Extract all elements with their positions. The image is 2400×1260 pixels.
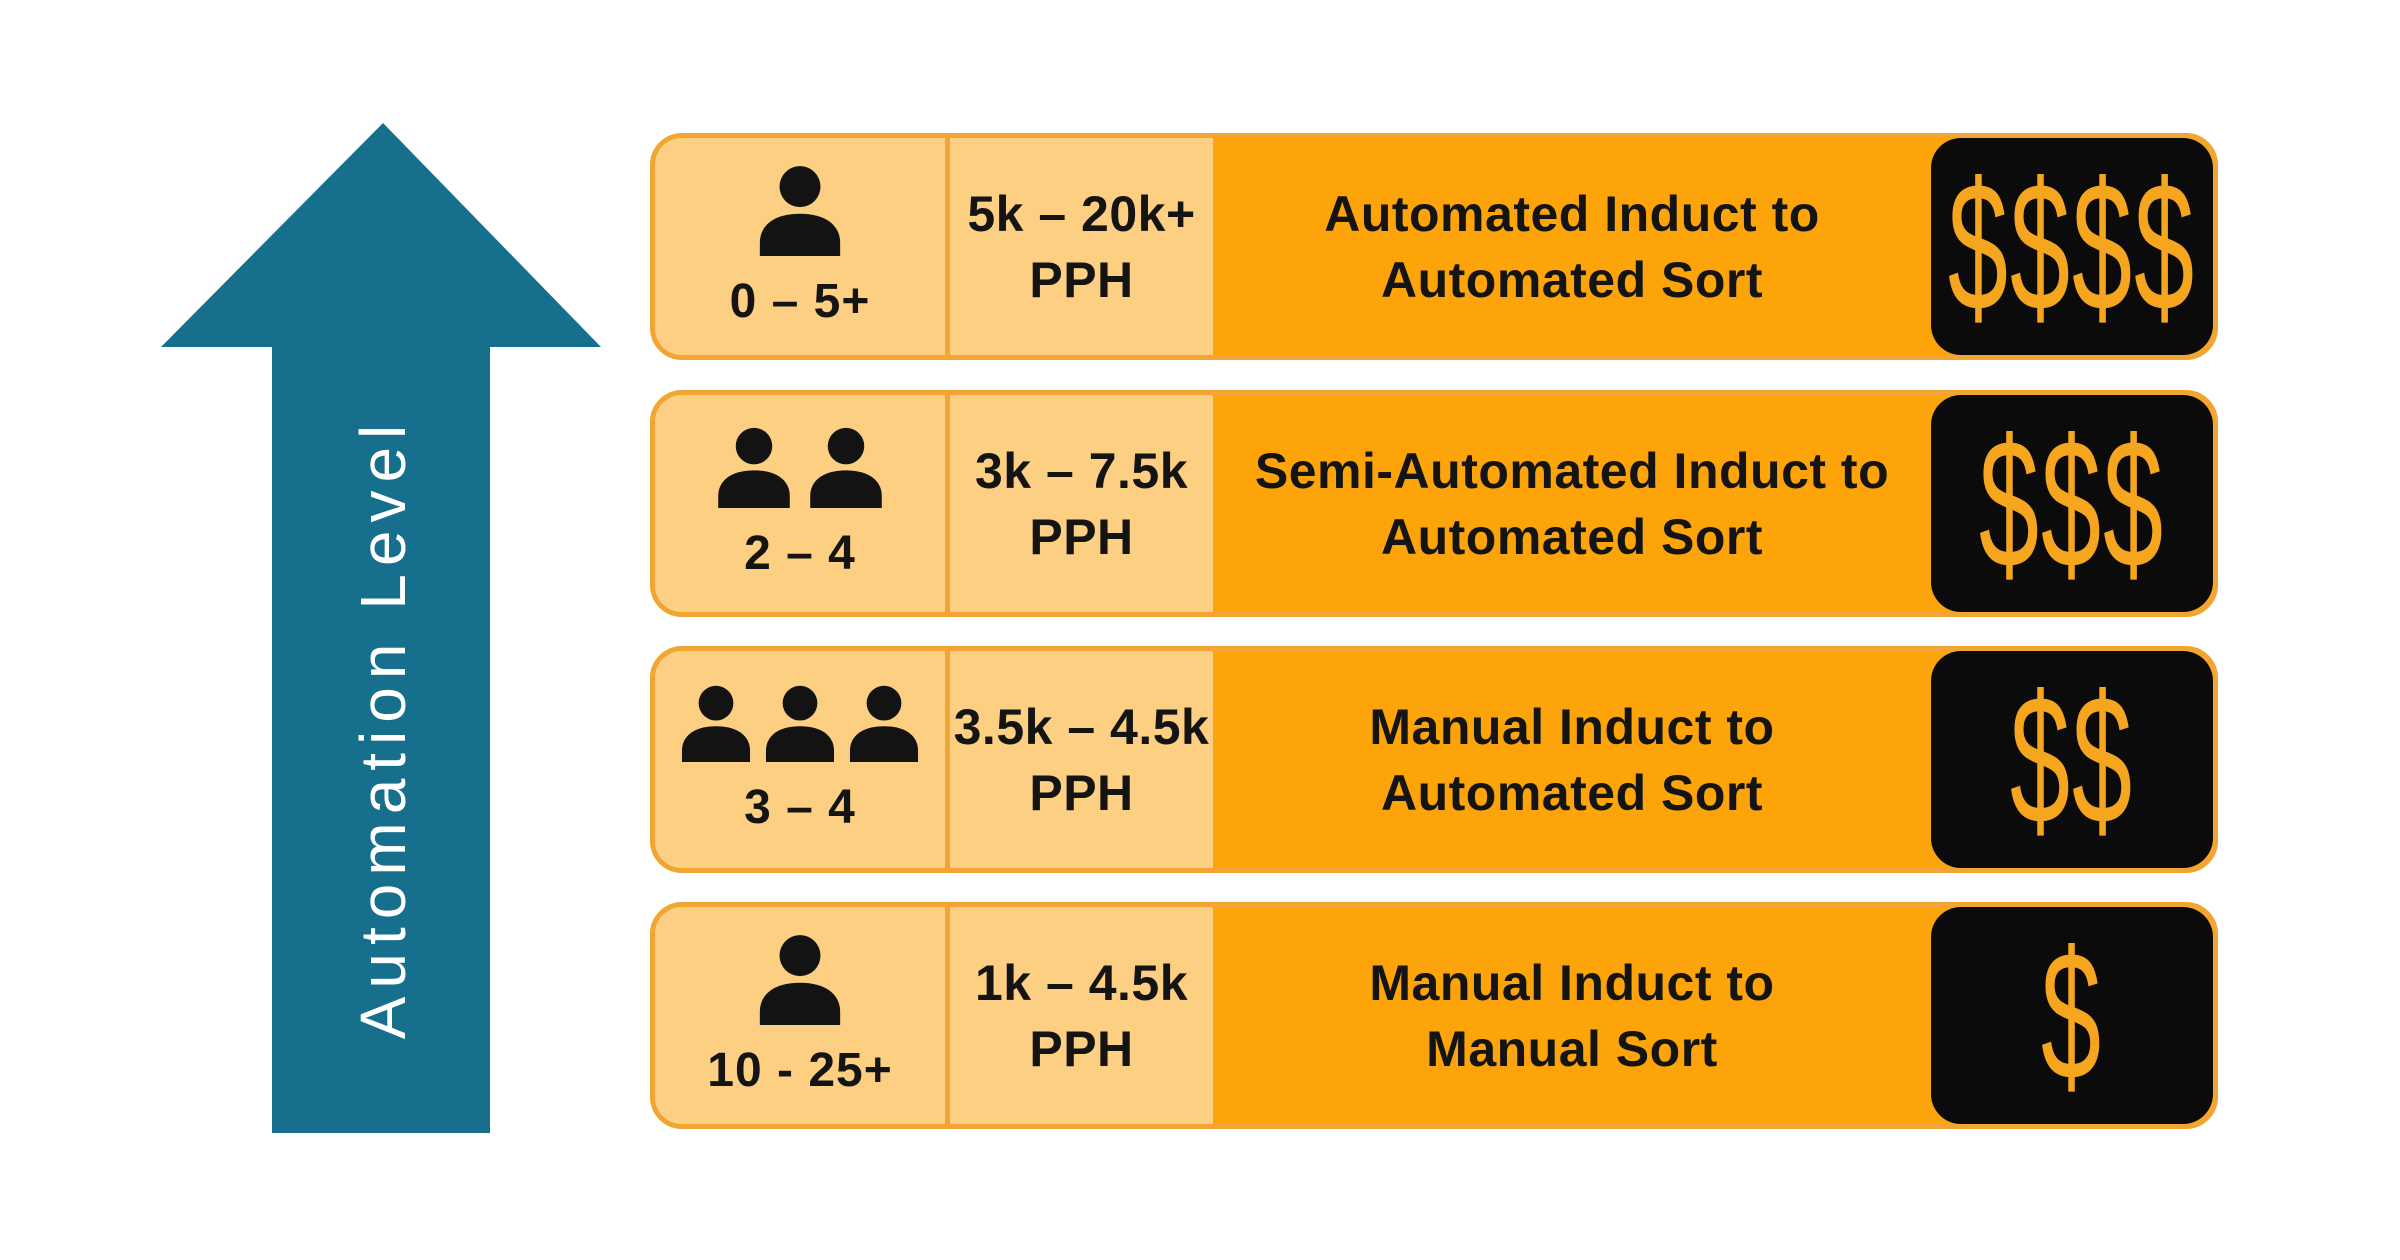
up-arrow-shape (161, 123, 601, 1133)
process-description-line1: Automated Induct to (1324, 185, 1820, 242)
cost-cell: $$ (1931, 651, 2213, 868)
process-cell: Automated Induct to Automated Sort (1213, 138, 1931, 355)
person-icon (759, 166, 841, 256)
automation-row: 2 – 4 3k – 7.5k PPH Semi-Automated Induc… (650, 390, 2218, 617)
cost-indicator: $$$$ (1947, 142, 2197, 349)
process-description-line2: Automated Sort (1381, 764, 1763, 821)
automation-row: 0 – 5+ 5k – 20k+ PPH Automated Induct to… (650, 133, 2218, 360)
process-description-line2: Manual Sort (1426, 1020, 1718, 1077)
throughput-cell: 5k – 20k+ PPH (950, 138, 1213, 355)
cost-indicator: $$$ (1978, 399, 2166, 606)
process-cell: Semi-Automated Induct to Automated Sort (1213, 395, 1931, 612)
cost-indicator: $ (2040, 911, 2104, 1118)
cost-cell: $$$$ (1931, 138, 2213, 355)
automation-row: 3 – 4 3.5k – 4.5k PPH Manual Induct to A… (650, 646, 2218, 873)
process-description-line1: Manual Induct to (1369, 698, 1775, 755)
person-icon (849, 685, 919, 762)
cost-pill: $ (1931, 907, 2213, 1124)
throughput-unit: PPH (1029, 764, 1134, 821)
cost-pill: $$$ (1931, 395, 2213, 612)
process-cell: Manual Induct to Automated Sort (1213, 651, 1931, 868)
cell-divider (945, 138, 950, 355)
person-icon (759, 935, 841, 1025)
throughput-range: 5k – 20k+ (967, 185, 1196, 242)
throughput-cell: 3.5k – 4.5k PPH (950, 651, 1213, 868)
person-icon (718, 427, 790, 508)
person-icon (681, 685, 751, 762)
process-description-line2: Automated Sort (1381, 251, 1763, 308)
throughput-range: 3.5k – 4.5k (953, 698, 1210, 755)
throughput-cell: 3k – 7.5k PPH (950, 395, 1213, 612)
person-icon (810, 427, 882, 508)
cell-divider (945, 395, 950, 612)
cost-pill: $$$$ (1931, 138, 2213, 355)
automation-level-axis-label: Automation Level (347, 416, 419, 1040)
staff-range-label: 0 – 5+ (729, 275, 871, 328)
cell-divider (945, 907, 950, 1124)
process-description-line1: Manual Induct to (1369, 954, 1775, 1011)
throughput-cell: 1k – 4.5k PPH (950, 907, 1213, 1124)
staff-range-label: 2 – 4 (744, 527, 856, 580)
process-cell: Manual Induct to Manual Sort (1213, 907, 1931, 1124)
staffing-cell: 0 – 5+ (655, 138, 945, 355)
staff-range-label: 10 - 25+ (707, 1044, 893, 1097)
cost-indicator: $$ (2009, 655, 2135, 862)
person-icon (765, 685, 835, 762)
cost-cell: $$$ (1931, 395, 2213, 612)
staffing-cell: 3 – 4 (655, 651, 945, 868)
process-description-line1: Semi-Automated Induct to (1254, 442, 1890, 499)
automation-row: 10 - 25+ 1k – 4.5k PPH Manual Induct to … (650, 902, 2218, 1129)
staffing-cell: 2 – 4 (655, 395, 945, 612)
throughput-range: 3k – 7.5k (974, 442, 1189, 499)
people-icon-group (754, 164, 846, 256)
throughput-unit: PPH (1029, 251, 1134, 308)
cost-cell: $ (1931, 907, 2213, 1124)
staff-range-label: 3 – 4 (744, 781, 856, 834)
people-icon-group (713, 426, 887, 508)
cost-pill: $$ (1931, 651, 2213, 868)
throughput-unit: PPH (1029, 1020, 1134, 1077)
throughput-range: 1k – 4.5k (974, 954, 1189, 1011)
people-icon-group (677, 684, 923, 762)
process-description-line2: Automated Sort (1381, 508, 1763, 565)
cell-divider (945, 651, 950, 868)
people-icon-group (754, 933, 846, 1025)
throughput-unit: PPH (1029, 508, 1134, 565)
staffing-cell: 10 - 25+ (655, 907, 945, 1124)
